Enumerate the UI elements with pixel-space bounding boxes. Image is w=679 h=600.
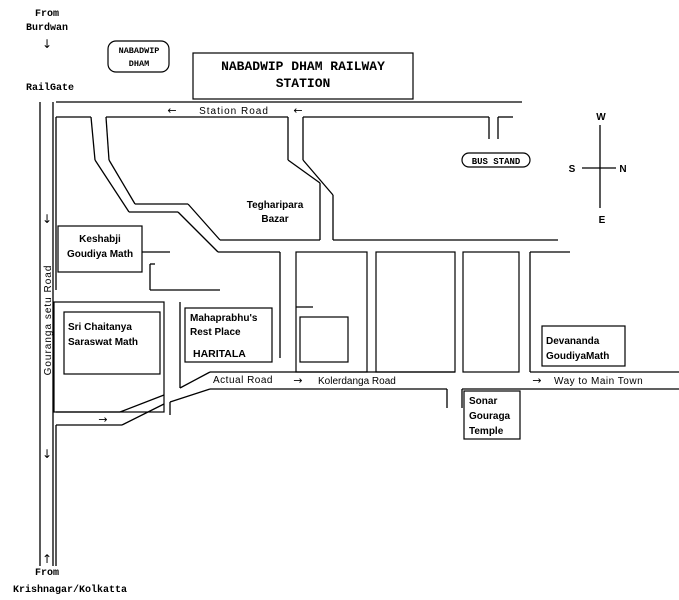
station-title-line1: NABADWIP DHAM RAILWAY bbox=[221, 59, 385, 74]
diagonal-lane-1 bbox=[90, 116, 321, 358]
arrow-down-icon: ↓ bbox=[42, 447, 52, 461]
from-bottom-label: From bbox=[35, 568, 59, 579]
station-tag-line2: DHAM bbox=[129, 59, 149, 69]
kolerdanga-road-label: Kolerdanga Road bbox=[318, 376, 396, 387]
mahaprabhu-rest-place: Mahaprabhu's Rest Place HARITALA bbox=[184, 307, 273, 363]
devananda-math: Devananda GoudiyaMath bbox=[541, 325, 626, 367]
station-road bbox=[56, 101, 522, 139]
station-road-label: Station Road bbox=[199, 106, 269, 117]
arrow-right-icon: → bbox=[532, 374, 541, 387]
arrow-up-icon: ↑ bbox=[42, 552, 52, 566]
arrow-right-icon: → bbox=[293, 374, 302, 387]
sonar-line1: Sonar bbox=[469, 396, 497, 407]
devananda-line1: Devananda bbox=[546, 336, 600, 347]
sri-chaitanya-line2: Saraswat Math bbox=[68, 337, 138, 348]
sonar-line3: Temple bbox=[469, 426, 504, 437]
arrow-down-icon: ↓ bbox=[42, 37, 52, 51]
arrow-down-icon: ↓ bbox=[42, 212, 52, 226]
keshabji-math: Keshabji Goudiya Math bbox=[57, 225, 143, 273]
sonar-gouraga-temple: Sonar Gouraga Temple bbox=[463, 390, 521, 440]
diagonal-lane-2 bbox=[287, 117, 558, 241]
railway-line bbox=[39, 102, 54, 566]
sri-chaitanya-math: Sri Chaitanya Saraswat Math bbox=[63, 311, 161, 375]
actual-road-label: Actual Road bbox=[213, 375, 273, 386]
station-title-box: NABADWIP DHAM RAILWAY STATION bbox=[192, 52, 414, 100]
station-tag: NABADWIP DHAM bbox=[107, 40, 170, 73]
tegharipara-line2: Bazar bbox=[261, 214, 288, 225]
sri-chaitanya-line1: Sri Chaitanya bbox=[68, 322, 132, 333]
compass-w: W bbox=[596, 112, 606, 123]
arrow-left-icon: ← bbox=[167, 104, 176, 117]
station-title-line2: STATION bbox=[276, 76, 331, 91]
devananda-line2: GoudiyaMath bbox=[546, 351, 609, 362]
from-top-label: From bbox=[35, 9, 59, 20]
keshabji-line1: Keshabji bbox=[79, 234, 121, 245]
station-tag-line1: NABADWIP bbox=[119, 46, 160, 56]
gouranga-setu-road-label: Gouranga setu Road bbox=[43, 265, 54, 376]
compass-n: N bbox=[619, 164, 626, 175]
bus-stand-label: BUS STAND bbox=[472, 157, 521, 167]
bus-stand: BUS STAND bbox=[461, 152, 531, 168]
way-to-main-town-label: Way to Main Town bbox=[554, 376, 643, 387]
arrow-right-icon: → bbox=[98, 413, 107, 426]
mahaprabhu-line2: Rest Place bbox=[190, 327, 241, 338]
compass-s: S bbox=[569, 164, 576, 175]
from-top-place: Burdwan bbox=[26, 22, 68, 34]
sonar-line2: Gouraga bbox=[469, 411, 511, 422]
compass: W S N E bbox=[569, 112, 627, 226]
compass-e: E bbox=[599, 215, 606, 226]
mahaprabhu-line1: Mahaprabhu's bbox=[190, 313, 258, 324]
haritala-label: HARITALA bbox=[193, 348, 246, 360]
city-blocks bbox=[295, 251, 570, 373]
from-bottom-place: Krishnagar/Kolkatta bbox=[13, 584, 127, 596]
arrow-left-icon: ← bbox=[293, 104, 302, 117]
actual-road bbox=[55, 371, 679, 566]
keshabji-line2: Goudiya Math bbox=[67, 249, 133, 260]
tegharipara-line1: Tegharipara bbox=[247, 200, 304, 211]
railgate-label: RailGate bbox=[26, 82, 74, 94]
